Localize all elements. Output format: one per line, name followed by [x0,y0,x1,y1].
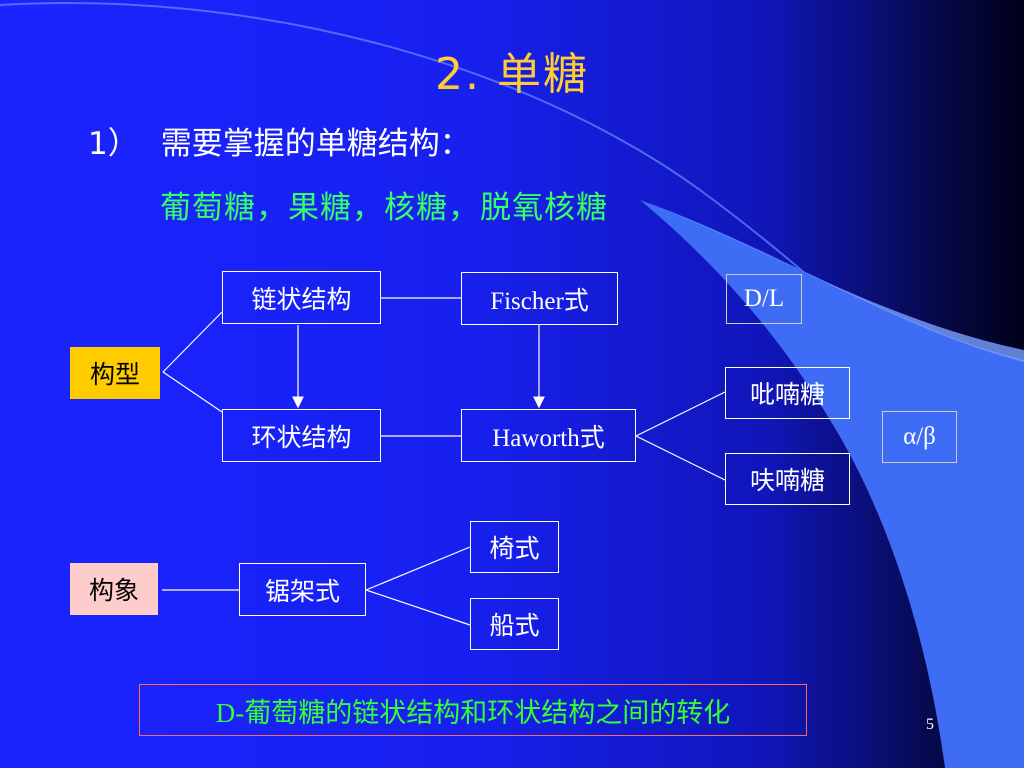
point-line: 1） 需要掌握的单糖结构： [88,118,471,163]
furanose-box: 呋喃糖 [725,453,850,505]
sawhorse-box: 锯架式 [239,563,366,616]
conformation-box: 构象 [70,563,158,615]
connector-config-to-ring [162,371,223,413]
boat-box: 船式 [470,598,559,650]
connector-haworth-to-pyranose [635,391,726,437]
dl-box: D/L [726,274,802,324]
page-number: 5 [926,716,934,733]
chain-structure-box: 链状结构 [222,271,381,324]
connector-sawhorse-to-boat [365,589,471,626]
sugar-list: 葡萄糖，果糖，核糖，脱氧核糖 [160,190,608,226]
pyranose-box: 吡喃糖 [725,367,850,419]
alpha-beta-box: α/β [882,411,957,463]
connector-haworth-to-furanose [635,435,726,481]
point-number: 1） [88,126,139,162]
slide-title: 2. 单糖 [435,49,589,100]
fischer-box: Fischer式 [461,272,618,325]
chair-box: 椅式 [470,521,559,573]
connector-config-to-chain [162,311,223,373]
ring-structure-box: 环状结构 [222,409,381,462]
configuration-box: 构型 [70,347,160,399]
haworth-box: Haworth式 [461,409,636,462]
glucose-conversion-link[interactable]: D-葡萄糖的链状结构和环状结构之间的转化 [139,684,807,736]
point-text: 需要掌握的单糖结构： [160,126,471,162]
connector-sawhorse-to-chair [365,546,471,591]
background-swoosh [640,200,1024,768]
background-swoosh-highlight [640,200,1024,362]
